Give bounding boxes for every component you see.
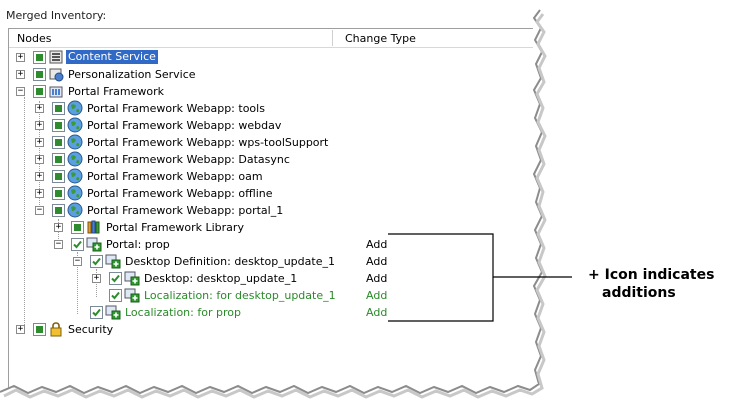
tree-row-portal-prop[interactable]: − Portal: prop Add xyxy=(9,236,529,253)
tree-row-portal-framework[interactable]: − Portal Framework xyxy=(9,83,529,100)
node-checkbox[interactable] xyxy=(52,170,65,183)
tree-row-webapp-oam[interactable]: + Portal Framework Webapp: oam xyxy=(9,168,529,185)
tree-row-webapp-offline[interactable]: + Portal Framework Webapp: offline xyxy=(9,185,529,202)
expand-toggle[interactable]: + xyxy=(35,103,44,113)
node-checkbox[interactable] xyxy=(52,204,65,217)
globe-icon xyxy=(67,202,83,218)
change-type-cell: Add xyxy=(366,238,388,251)
node-label: Portal Framework Library xyxy=(106,221,244,234)
node-label: Portal Framework Webapp: offline xyxy=(87,187,273,200)
column-header-nodes[interactable]: Nodes xyxy=(17,32,52,45)
expand-toggle[interactable]: + xyxy=(35,154,44,164)
expand-toggle[interactable]: + xyxy=(92,273,101,283)
node-checkbox[interactable] xyxy=(52,119,65,132)
merged-inventory-panel: Merged Inventory: Nodes Change Type + Co… xyxy=(0,9,547,399)
node-checkbox[interactable] xyxy=(109,289,122,302)
annotation-callout: + Icon indicates additions xyxy=(588,266,714,302)
tree-row-security[interactable]: + Security xyxy=(9,321,529,338)
node-label: Localization: for desktop_update_1 xyxy=(144,289,336,302)
tree-row-framework-library[interactable]: + Portal Framework Library xyxy=(9,219,529,236)
tree-row-desktop[interactable]: + Desktop: desktop_update_1 Add xyxy=(9,270,529,287)
callout-line-1: + Icon indicates xyxy=(588,267,715,283)
node-label: Portal Framework Webapp: Datasync xyxy=(87,153,290,166)
node-label: Portal: prop xyxy=(106,238,170,251)
collapse-toggle[interactable]: − xyxy=(16,86,25,96)
expand-toggle[interactable]: + xyxy=(35,171,44,181)
node-checkbox[interactable] xyxy=(33,323,46,336)
add-node-icon xyxy=(86,237,102,252)
node-label: Portal Framework Webapp: oam xyxy=(87,170,263,183)
tree-row-desktop-definition[interactable]: − Desktop Definition: desktop_update_1 A… xyxy=(9,253,529,270)
expand-toggle[interactable]: + xyxy=(16,69,25,79)
expand-toggle[interactable]: + xyxy=(35,137,44,147)
node-checkbox[interactable] xyxy=(71,238,84,251)
inventory-tree[interactable]: Nodes Change Type + Content Service + xyxy=(8,28,533,391)
column-header-change-type[interactable]: Change Type xyxy=(345,32,416,45)
node-checkbox[interactable] xyxy=(52,153,65,166)
collapse-toggle[interactable]: − xyxy=(54,239,63,249)
node-checkbox[interactable] xyxy=(52,187,65,200)
tree-row-localization-prop[interactable]: Localization: for prop Add xyxy=(9,304,529,321)
add-node-icon xyxy=(124,271,140,286)
callout-line-2: additions xyxy=(602,285,676,301)
node-label: Desktop Definition: desktop_update_1 xyxy=(125,255,335,268)
expand-toggle[interactable]: + xyxy=(35,188,44,198)
tree-row-personalization-service[interactable]: + Personalization Service xyxy=(9,66,529,83)
node-label: Portal Framework Webapp: wps-toolSupport xyxy=(87,136,329,149)
node-checkbox[interactable] xyxy=(33,85,46,98)
change-type-cell: Add xyxy=(366,272,388,285)
globe-icon xyxy=(67,168,83,184)
globe-icon xyxy=(67,134,83,150)
node-label: Portal Framework Webapp: webdav xyxy=(87,119,282,132)
expand-toggle[interactable]: + xyxy=(54,222,63,232)
change-type-cell: Add xyxy=(366,289,388,302)
node-label: Portal Framework Webapp: tools xyxy=(87,102,265,115)
tree-row-webapp-datasync[interactable]: + Portal Framework Webapp: Datasync xyxy=(9,151,529,168)
node-checkbox[interactable] xyxy=(71,221,84,234)
node-label: Security xyxy=(68,323,114,336)
service-icon xyxy=(49,68,64,82)
node-label: Localization: for prop xyxy=(125,306,241,319)
collapse-toggle[interactable]: − xyxy=(73,256,82,266)
tree-row-webapp-portal-1[interactable]: − Portal Framework Webapp: portal_1 xyxy=(9,202,529,219)
node-label: Portal Framework xyxy=(68,85,164,98)
collapse-toggle[interactable]: − xyxy=(35,205,44,215)
tree-row-webapp-wps-toolsupport[interactable]: + Portal Framework Webapp: wps-toolSuppo… xyxy=(9,134,529,151)
node-checkbox[interactable] xyxy=(33,68,46,81)
expand-toggle[interactable]: + xyxy=(16,324,25,334)
change-type-cell: Add xyxy=(366,255,388,268)
globe-icon xyxy=(67,151,83,167)
add-node-icon xyxy=(105,305,121,320)
tree-row-webapp-webdav[interactable]: + Portal Framework Webapp: webdav xyxy=(9,117,529,134)
globe-icon xyxy=(67,100,83,116)
expand-toggle[interactable]: + xyxy=(35,120,44,130)
tree-row-webapp-tools[interactable]: + Portal Framework Webapp: tools xyxy=(9,100,529,117)
framework-icon xyxy=(49,86,63,98)
tree-row-localization-desktop[interactable]: Localization: for desktop_update_1 Add xyxy=(9,287,529,304)
node-checkbox[interactable] xyxy=(90,255,103,268)
column-separator[interactable] xyxy=(332,30,333,46)
tree-row-content-service[interactable]: + Content Service xyxy=(9,49,529,66)
node-checkbox[interactable] xyxy=(33,51,46,64)
node-checkbox[interactable] xyxy=(52,136,65,149)
node-checkbox[interactable] xyxy=(90,306,103,319)
node-label: Portal Framework Webapp: portal_1 xyxy=(87,204,284,217)
expand-toggle[interactable]: + xyxy=(16,52,25,62)
node-checkbox[interactable] xyxy=(52,102,65,115)
add-node-icon xyxy=(124,288,140,303)
lock-icon xyxy=(50,322,62,337)
node-label: Desktop: desktop_update_1 xyxy=(144,272,298,285)
change-type-cell: Add xyxy=(366,306,388,319)
service-icon xyxy=(49,50,63,64)
globe-icon xyxy=(67,185,83,201)
node-checkbox[interactable] xyxy=(109,272,122,285)
add-node-icon xyxy=(105,254,121,269)
node-label: Content Service xyxy=(66,50,158,64)
globe-icon xyxy=(67,117,83,133)
node-label: Personalization Service xyxy=(68,68,196,81)
tree-header: Nodes Change Type xyxy=(9,29,533,48)
library-icon xyxy=(87,220,100,234)
panel-title: Merged Inventory: xyxy=(6,9,107,22)
